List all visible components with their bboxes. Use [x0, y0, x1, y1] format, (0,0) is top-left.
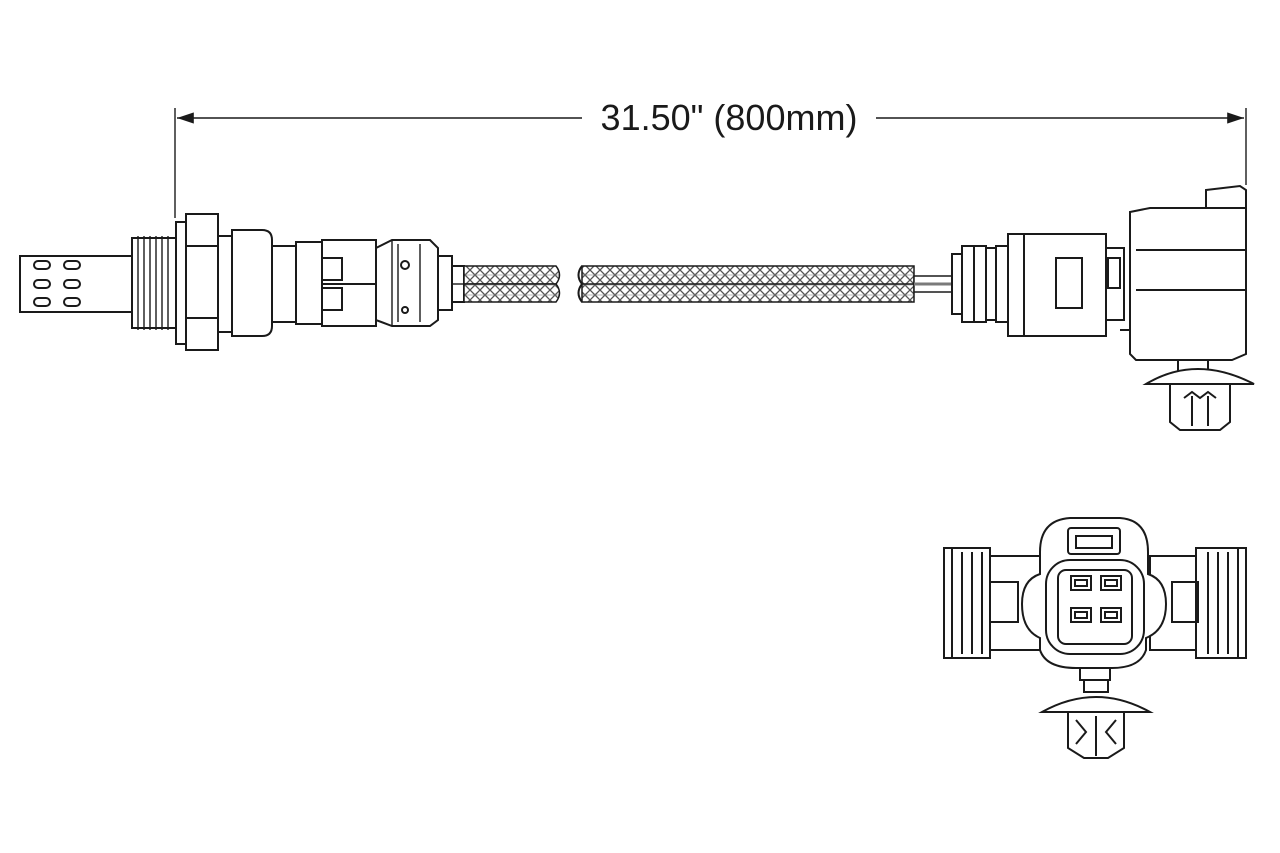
- sensor-body: [231, 229, 465, 337]
- connector-front-view: [943, 517, 1247, 759]
- sensor-thread: [131, 236, 177, 330]
- connector-housing: [1007, 184, 1247, 361]
- dimension-label: 31.50" (800mm): [601, 97, 858, 138]
- dimension-line: 31.50" (800mm): [174, 97, 1247, 218]
- sensor-hex-nut: [175, 213, 233, 351]
- sensor-probe-tip: [19, 255, 133, 313]
- mounting-clip-side: [1142, 359, 1255, 431]
- braided-cable: [463, 265, 953, 303]
- connector-boot: [951, 245, 1009, 323]
